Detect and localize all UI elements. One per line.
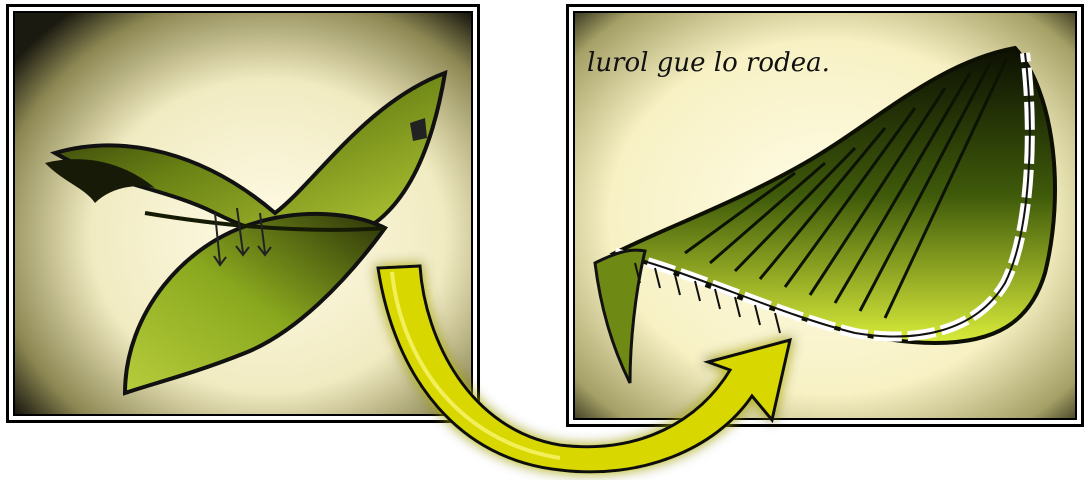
handwritten-note: lurol gue lo rodea. (587, 48, 830, 78)
right-drawing-frame: lurol gue lo rodea. (573, 11, 1077, 420)
leaf-section-sketch: lurol gue lo rodea. (575, 13, 1077, 420)
leaf-sketch (15, 13, 473, 416)
left-drawing-frame (13, 11, 473, 416)
left-drawing-panel (6, 4, 480, 423)
right-drawing-panel: lurol gue lo rodea. (566, 4, 1084, 427)
